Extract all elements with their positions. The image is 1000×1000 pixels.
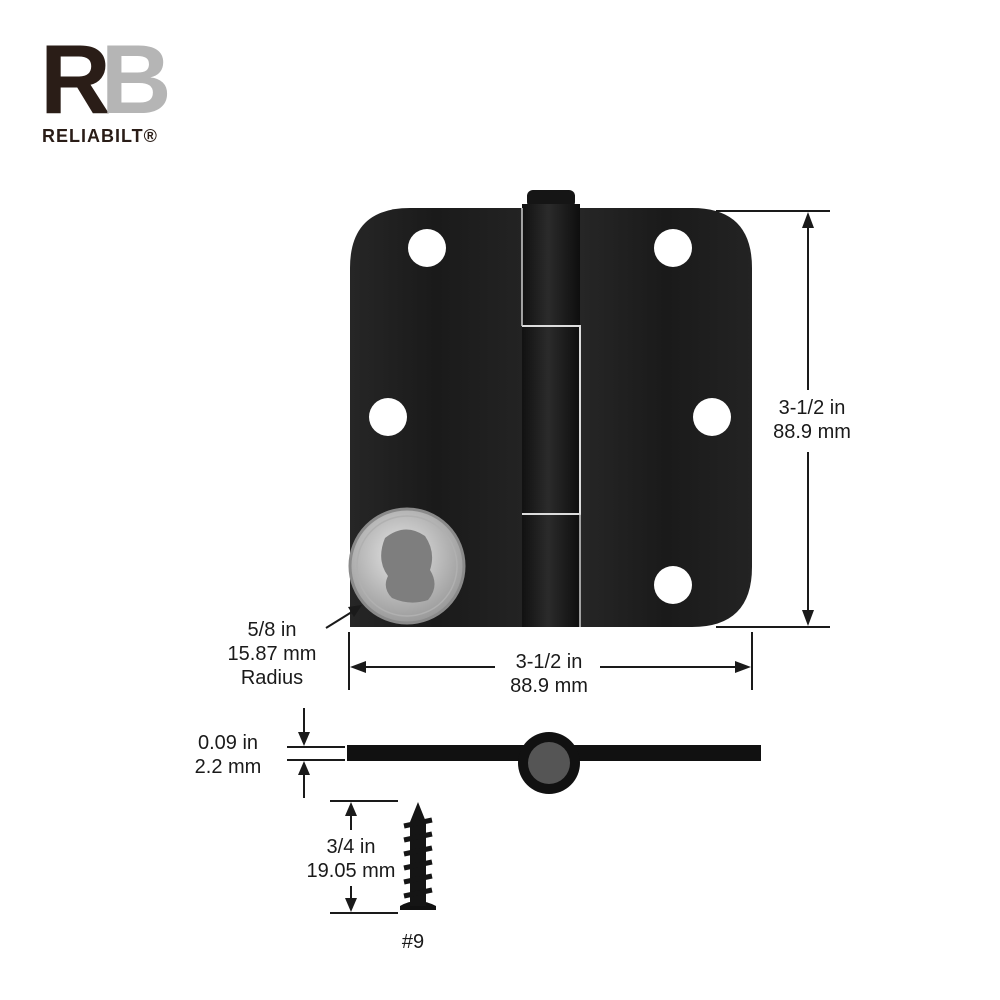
screw-length-imperial: 3/4 in [326, 836, 376, 858]
thickness-dimension-line [287, 708, 345, 798]
logo-mark: RB [40, 30, 172, 128]
thickness-metric: 2.2 mm [194, 756, 262, 778]
height-imperial: 3-1/2 in [778, 397, 846, 419]
screw-length-label: 3/4 in 19.05 mm [296, 835, 406, 883]
thickness-imperial: 0.09 in [197, 732, 259, 754]
height-metric: 88.9 mm [773, 421, 851, 443]
radius-metric: 15.87 mm [227, 643, 317, 665]
width-label: 3-1/2 in 88.9 mm [498, 650, 600, 698]
logo-letter-r: R [40, 24, 111, 134]
radius-label: 5/8 in 15.87 mm Radius [216, 618, 328, 690]
radius-word: Radius [240, 667, 304, 689]
screw-hole [408, 229, 446, 267]
brand-wordmark: RELIABILT® [42, 126, 158, 146]
brand-logo: RB RELIABILT® [40, 30, 220, 150]
hinge-knuckle-top [522, 204, 580, 324]
screw-size-label: #9 [401, 931, 425, 953]
screw-hole [654, 566, 692, 604]
width-imperial: 3-1/2 in [515, 651, 583, 673]
screw-hole [369, 398, 407, 436]
screw-hole [693, 398, 731, 436]
screw-length-metric: 19.05 mm [306, 860, 396, 882]
width-dimension-line [348, 632, 753, 690]
width-metric: 88.9 mm [510, 675, 588, 697]
hinge-pin-cap [527, 190, 575, 208]
radius-pointer [325, 605, 362, 629]
hinge-right-leaf [580, 208, 752, 627]
screw-hole [654, 229, 692, 267]
height-label: 3-1/2 in 88.9 mm [762, 396, 862, 444]
coin-size-reference [348, 507, 466, 625]
height-dimension-line [716, 210, 830, 628]
hinge-knuckle-middle [522, 324, 580, 514]
hinge-side-profile [347, 732, 761, 794]
logo-letter-b: B [100, 24, 172, 134]
screw [400, 802, 436, 910]
hinge-knuckle-bottom [522, 514, 580, 627]
thickness-label: 0.09 in 2.2 mm [180, 731, 276, 779]
screw-length-dimension-line [330, 800, 398, 914]
radius-imperial: 5/8 in [247, 619, 297, 641]
